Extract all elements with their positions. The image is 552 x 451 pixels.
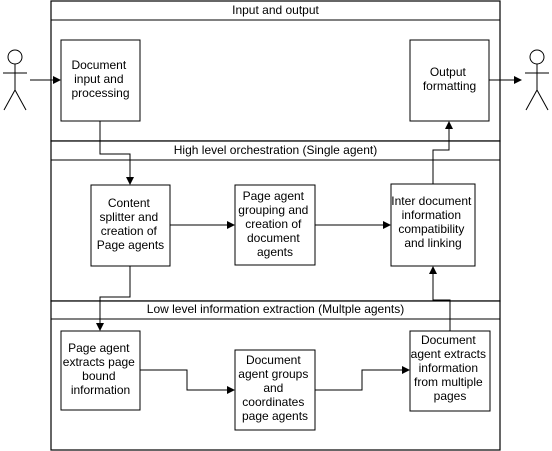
node-inter-document-label: Inter document information compatibility…: [391, 194, 474, 250]
node-document-agent-extracts: Document agent extracts information from…: [409, 330, 491, 412]
node-content-splitter: Content splitter and creation of Page ag…: [90, 184, 171, 267]
arrow-page-extract-to-doc-groups: [140, 369, 235, 394]
node-content-splitter-label: Content splitter and creation of Page ag…: [97, 196, 164, 252]
node-page-agent-extracts-label: Page agent extracts page bound informati…: [63, 341, 138, 397]
node-page-agent-grouping: Page agent grouping and creation of docu…: [234, 184, 316, 266]
arrow-splitter-to-page-extract: [96, 266, 131, 331]
user-output-actor-icon: [525, 49, 549, 111]
node-page-agent-extracts: Page agent extracts page bound informati…: [60, 330, 141, 411]
lane-input-output-title: Input and output: [232, 3, 319, 17]
node-document-agent-extracts-label: Document agent extracts information from…: [411, 333, 490, 403]
node-document-input-label: Document input and processing: [71, 58, 129, 100]
lane-low-level-title: Low level information extraction (Multpl…: [147, 302, 404, 316]
node-document-input: Document input and processing: [60, 39, 141, 122]
node-page-agent-grouping-label: Page agent grouping and creation of docu…: [238, 189, 311, 259]
node-document-agent-groups-label: Document agent groups and coordinates pa…: [238, 353, 311, 423]
node-output-formatting-label: Output formatting: [423, 65, 476, 93]
node-inter-document: Inter document information compatibility…: [390, 183, 476, 267]
node-document-agent-groups: Document agent groups and coordinates pa…: [234, 349, 316, 431]
arrow-doc-extract-to-interdoc: [429, 266, 451, 331]
arrow-interdoc-to-output: [432, 121, 453, 184]
arrow-input-to-splitter: [99, 121, 134, 185]
user-input-actor-icon: [3, 49, 27, 111]
node-output-formatting: Output formatting: [409, 39, 490, 122]
lane-high-level-title: High level orchestration (Single agent): [174, 143, 377, 157]
arrow-doc-groups-to-doc-extract: [315, 366, 410, 391]
